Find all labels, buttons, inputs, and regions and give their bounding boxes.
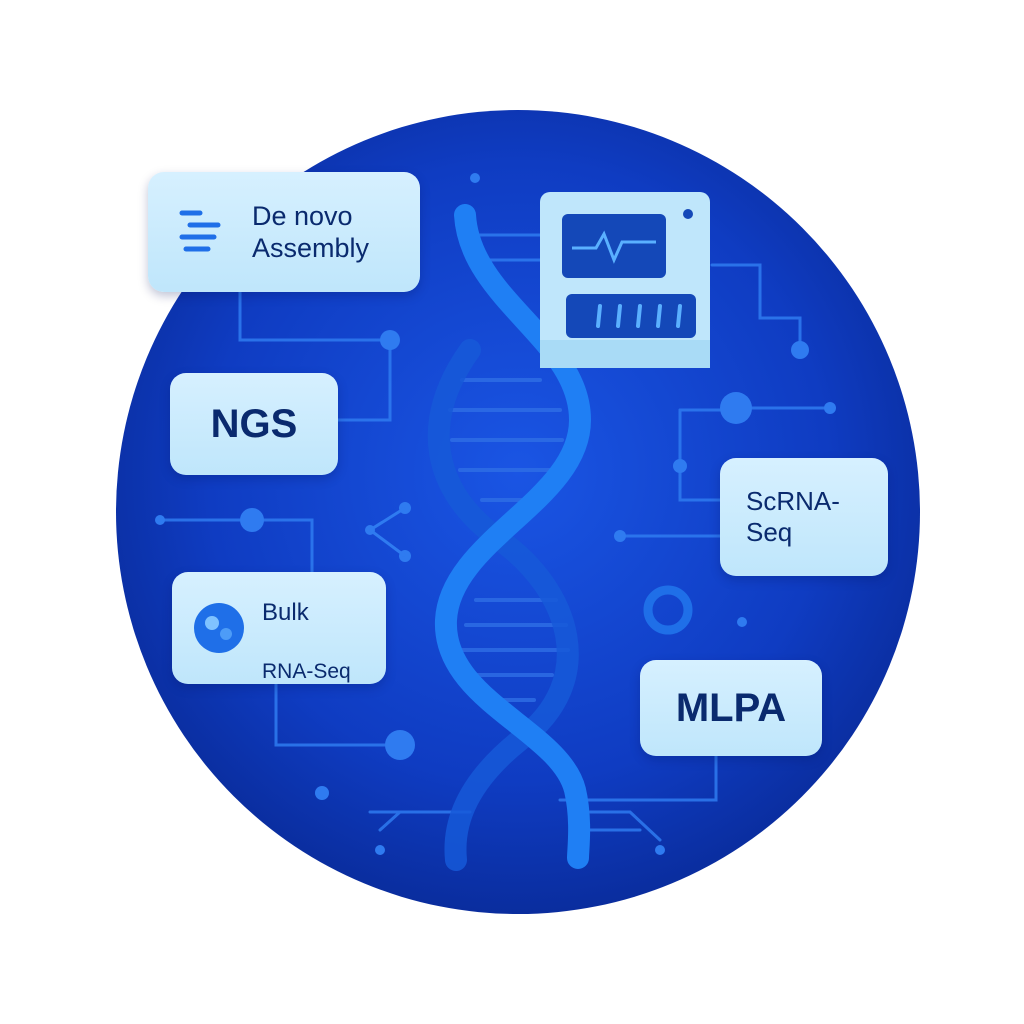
card-label: ScRNA- Seq <box>746 485 840 547</box>
card-label: NGS <box>210 402 298 446</box>
helix-rungs <box>448 378 570 702</box>
card-scrna-seq: ScRNA- Seq <box>720 458 888 576</box>
card-de-novo-assembly: De novo Assembly <box>148 172 420 292</box>
branch-icon <box>369 506 406 558</box>
card-label: De novo Assembly <box>252 200 370 263</box>
card-label: Bulk RNA-Seq <box>262 570 351 685</box>
list-lines-icon <box>179 210 221 252</box>
sequencer-monitor-icon <box>540 192 710 368</box>
card-label: MLPA <box>675 686 787 730</box>
card-ngs: NGS <box>170 373 338 475</box>
cell-icon <box>194 603 244 653</box>
circuit-lines <box>158 233 832 842</box>
ring-ornament <box>643 585 693 635</box>
card-bulk-rna-seq: Bulk RNA-Seq <box>172 572 386 684</box>
card-label-line-1: Bulk <box>262 599 309 627</box>
card-mlpa: MLPA <box>640 660 822 756</box>
card-label-line-2: RNA-Seq <box>262 659 351 683</box>
circuit-nodes <box>155 173 836 855</box>
